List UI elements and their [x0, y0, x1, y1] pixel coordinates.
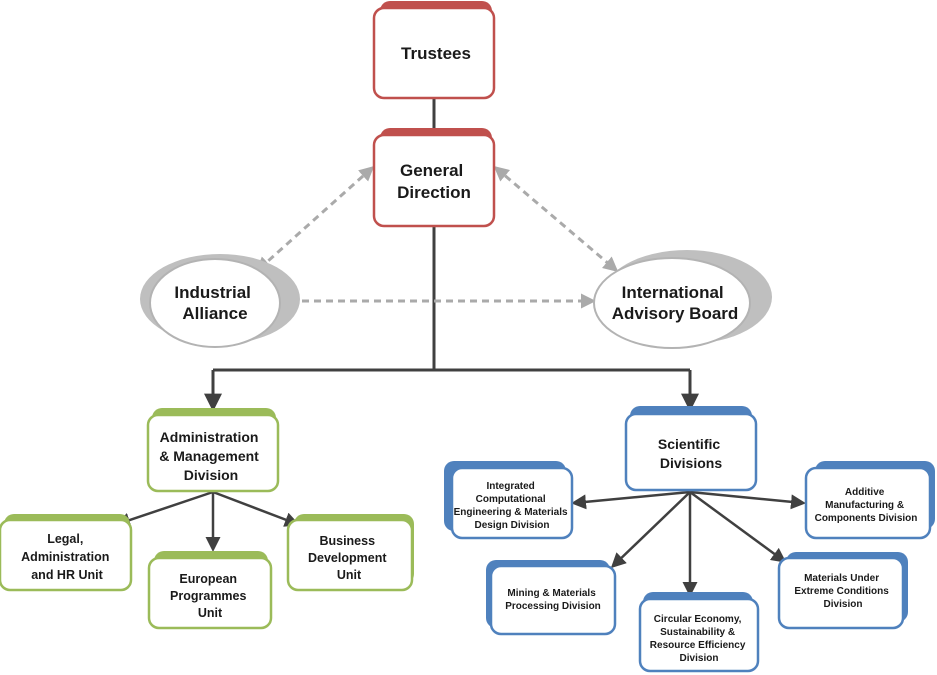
sci-to-mining-arrow	[610, 491, 691, 569]
european-programmes-unit-label: European Programmes Unit	[170, 572, 250, 620]
mining-materials-division-label: Mining & Materials Processing Division	[505, 588, 601, 612]
sci-to-additive-arrow	[689, 490, 806, 510]
general-international-dashed-arrow	[493, 166, 619, 272]
european-programmes-unit-box: European Programmes Unit	[147, 551, 273, 630]
additive-manufacturing-division-box: Additive Manufacturing & Components Divi…	[804, 461, 935, 540]
scientific-divisions-box: Scientific Divisions	[624, 406, 758, 492]
international-advisory-board-label: International Advisory Board	[612, 283, 739, 323]
general-direction-box: General Direction	[372, 128, 496, 228]
integrated-computational-division-box: Integrated Computational Engineering & M…	[444, 461, 574, 540]
materials-extreme-division-box: Materials Under Extreme Conditions Divis…	[777, 552, 908, 630]
trustees-box: Trustees	[372, 1, 496, 100]
industrial-alliance-label: Industrial Alliance	[174, 283, 255, 323]
mining-materials-division-box: Mining & Materials Processing Division	[486, 560, 617, 636]
admin-to-business-arrow	[212, 490, 300, 527]
admin-to-legal-arrow	[115, 490, 214, 528]
materials-extreme-division-label: Materials Under Extreme Conditions Divis…	[794, 573, 891, 610]
circular-economy-division-label: Circular Economy, Sustainability & Resou…	[650, 614, 748, 664]
general-industrial-dashed-arrow	[255, 165, 375, 273]
admin-division-box: Administration & Management Division	[146, 408, 280, 493]
scientific-divisions-label: Scientific Divisions	[658, 436, 724, 471]
trustees-label: Trustees	[401, 44, 471, 63]
business-development-unit-box: Business Development Unit	[286, 514, 414, 592]
integrated-computational-division-label: Integrated Computational Engineering & M…	[454, 481, 571, 531]
industrial-alliance-ellipse: Industrial Alliance	[140, 254, 300, 348]
sci-to-integrated-arrow	[571, 490, 691, 510]
legal-admin-hr-unit-box: Legal, Administration and HR Unit	[0, 514, 133, 592]
business-development-unit-label: Business Development Unit	[308, 534, 390, 582]
sci-to-extreme-arrow	[689, 490, 787, 563]
additive-manufacturing-division-label: Additive Manufacturing & Components Divi…	[815, 487, 918, 524]
general-direction-label: General Direction	[397, 161, 471, 202]
international-advisory-board-ellipse: International Advisory Board	[593, 250, 772, 349]
circular-economy-division-box: Circular Economy, Sustainability & Resou…	[638, 592, 760, 673]
svg-text:Trustees: Trustees	[401, 44, 471, 63]
connectors	[115, 98, 806, 597]
legal-admin-hr-unit-label: Legal, Administration and HR Unit	[21, 532, 113, 582]
admin-division-label: Administration & Management Division	[159, 429, 262, 483]
